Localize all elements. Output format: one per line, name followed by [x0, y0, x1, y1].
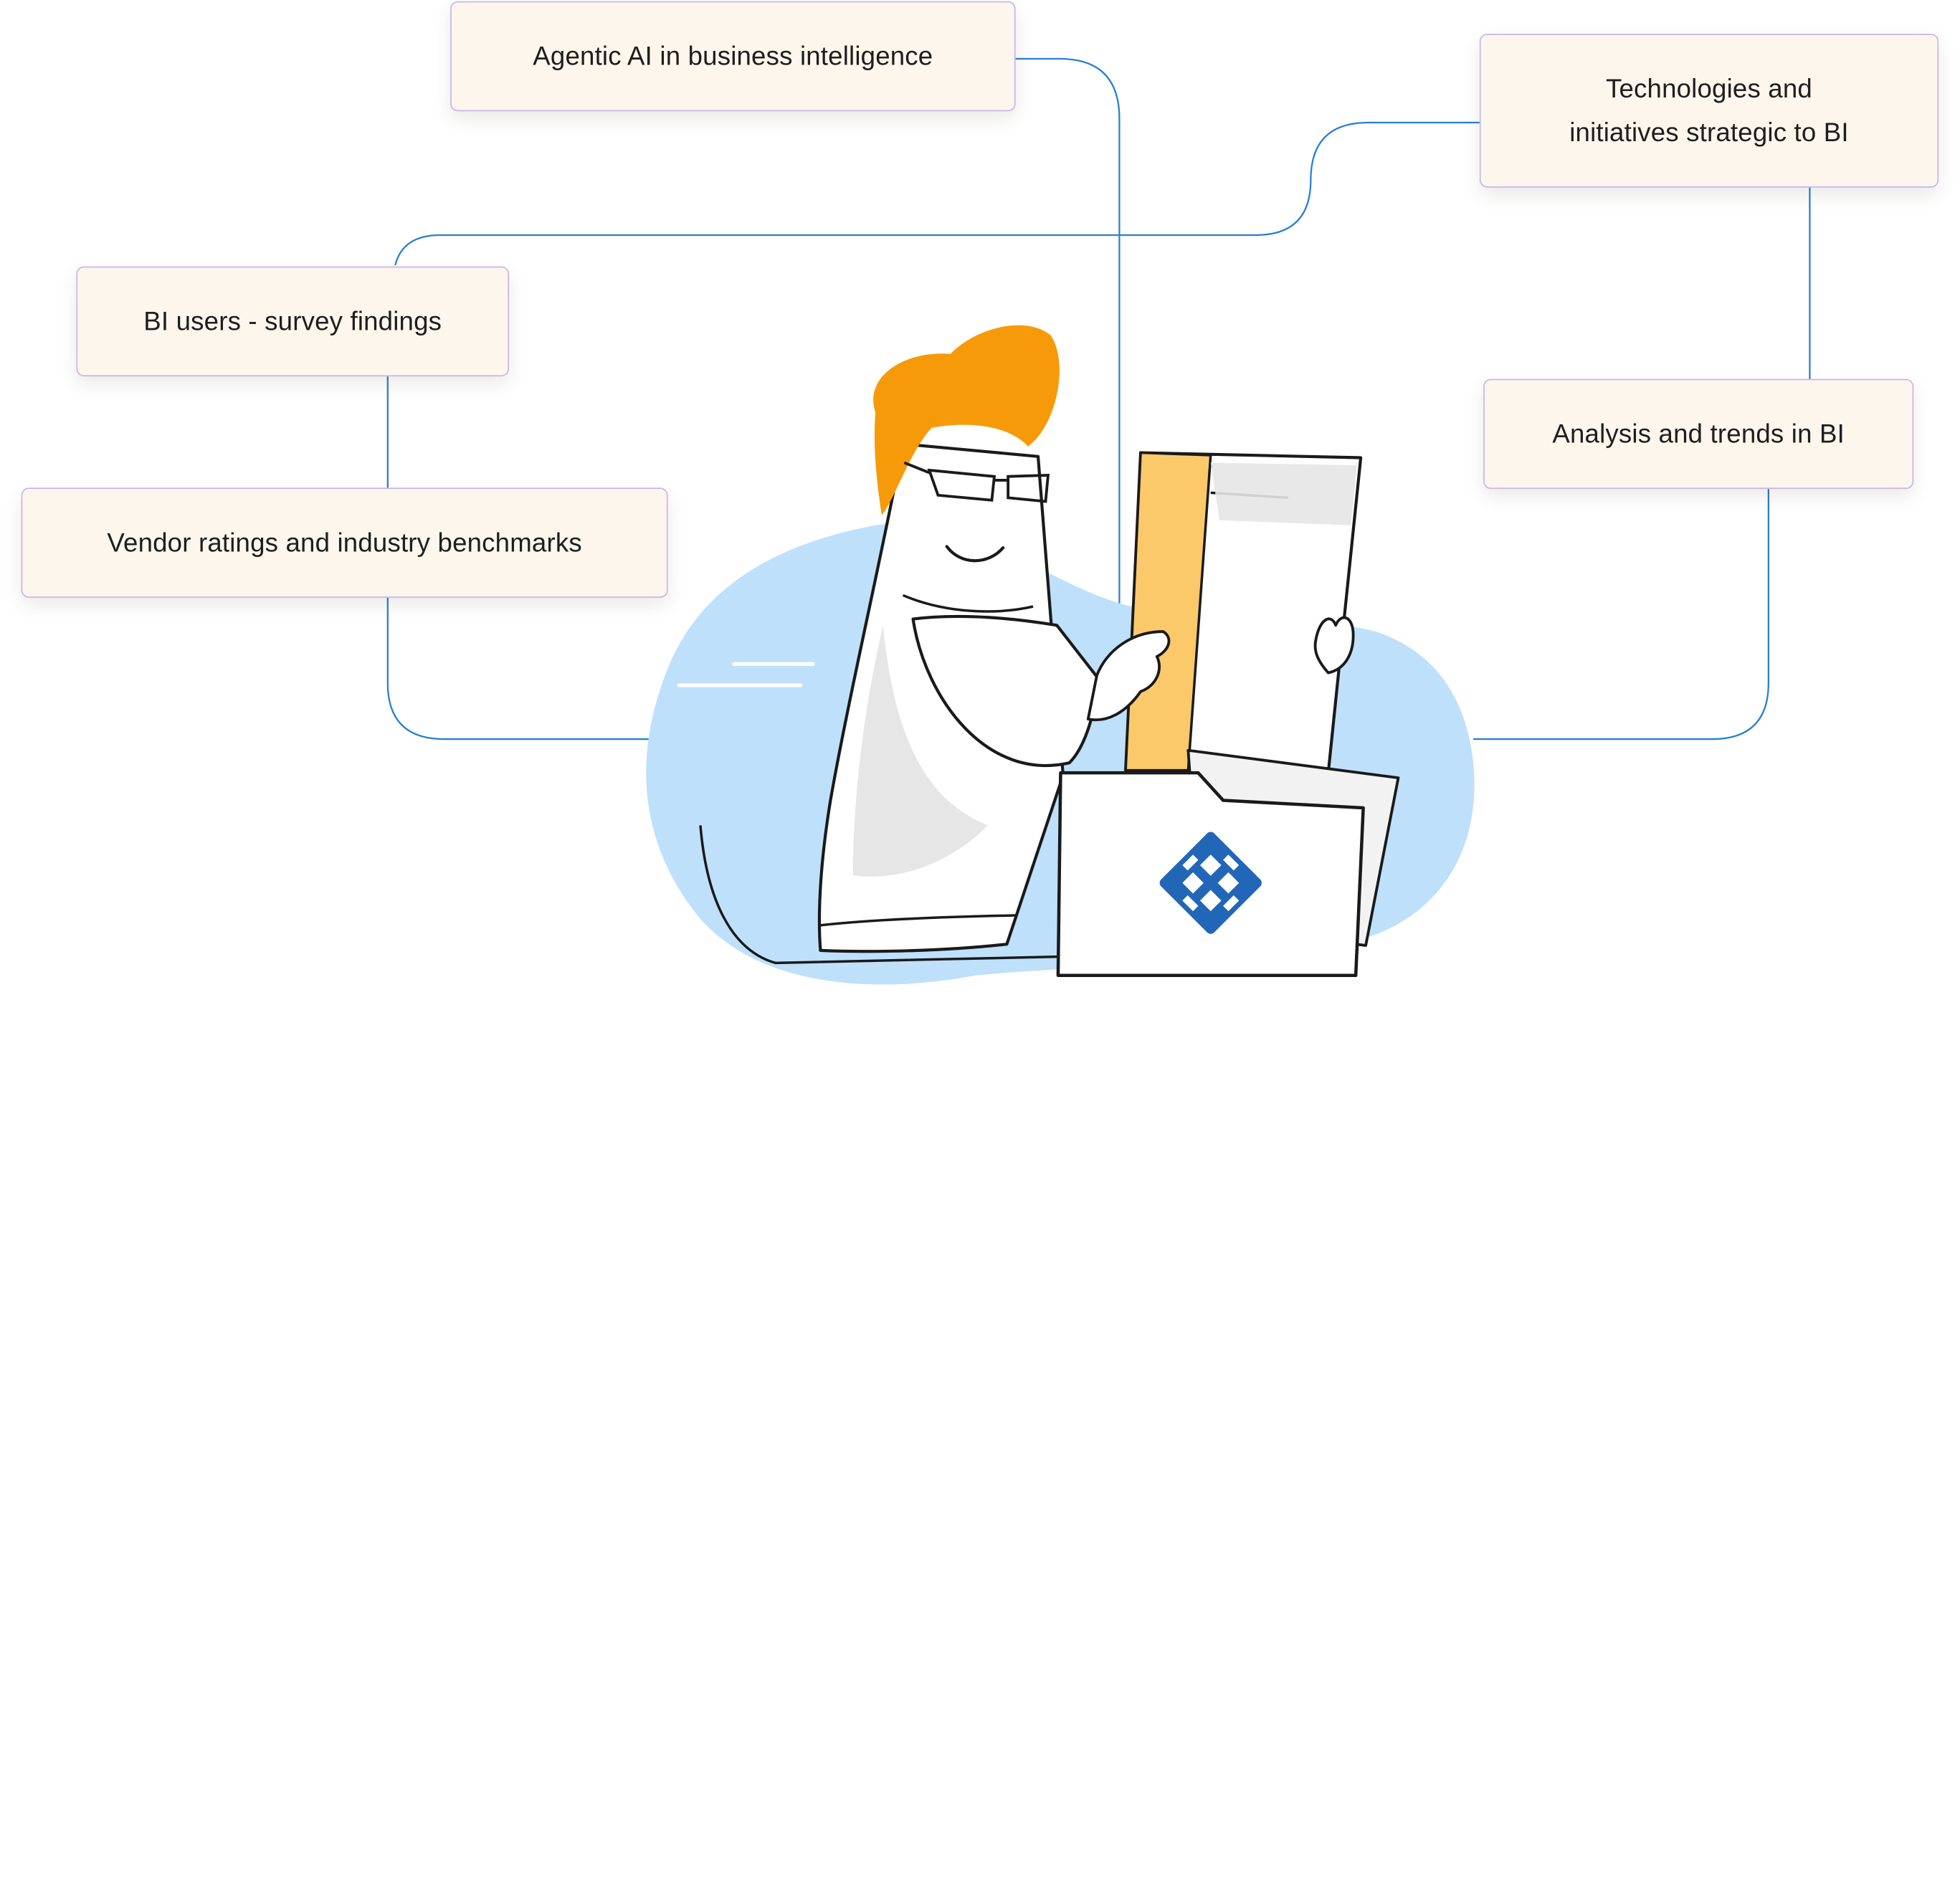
person-reading-illustration — [646, 325, 1475, 985]
topic-card-technologies[interactable]: Technologies and initiatives strategic t… — [1479, 34, 1939, 188]
diagram-canvas — [386, 57, 1811, 985]
connector-lines — [386, 57, 1811, 740]
topic-card-vendor-ratings[interactable]: Vendor ratings and industry benchmarks — [21, 487, 668, 598]
topic-label-line-1: Technologies and — [1605, 74, 1812, 103]
document-shading — [1210, 462, 1357, 525]
topic-label: BI users - survey findings — [143, 307, 442, 336]
topic-label: Analysis and trends in BI — [1552, 419, 1845, 449]
connector-technologies — [394, 121, 1480, 266]
speed-lines — [677, 662, 815, 687]
hair — [873, 325, 1060, 515]
figure-shading — [852, 625, 989, 877]
smile — [945, 545, 1005, 563]
arm — [911, 614, 1103, 768]
topic-label-line-2: initiatives strategic to BI — [1569, 118, 1849, 147]
topic-label: Agentic AI in business intelligence — [533, 42, 933, 71]
chin-line — [902, 594, 1034, 613]
glasses-icon — [903, 461, 1050, 503]
topic-label: Vendor ratings and industry benchmarks — [107, 528, 582, 558]
topic-label-group: Technologies and initiatives strategic t… — [1569, 67, 1849, 154]
topic-card-analysis-trends[interactable]: Analysis and trends in BI — [1483, 378, 1914, 490]
endless-knot-icon — [1159, 832, 1262, 934]
connector-analysis — [1473, 489, 1769, 740]
topic-card-bi-users[interactable]: BI users - survey findings — [76, 266, 510, 377]
topic-card-agentic-ai[interactable]: Agentic AI in business intelligence — [450, 1, 1016, 112]
figure-base-line — [699, 825, 1058, 965]
connector-agentic-ai — [1015, 57, 1121, 626]
hand-right — [1313, 616, 1355, 675]
hand-left — [1086, 630, 1171, 722]
connector-vendor-ratings — [386, 597, 651, 740]
